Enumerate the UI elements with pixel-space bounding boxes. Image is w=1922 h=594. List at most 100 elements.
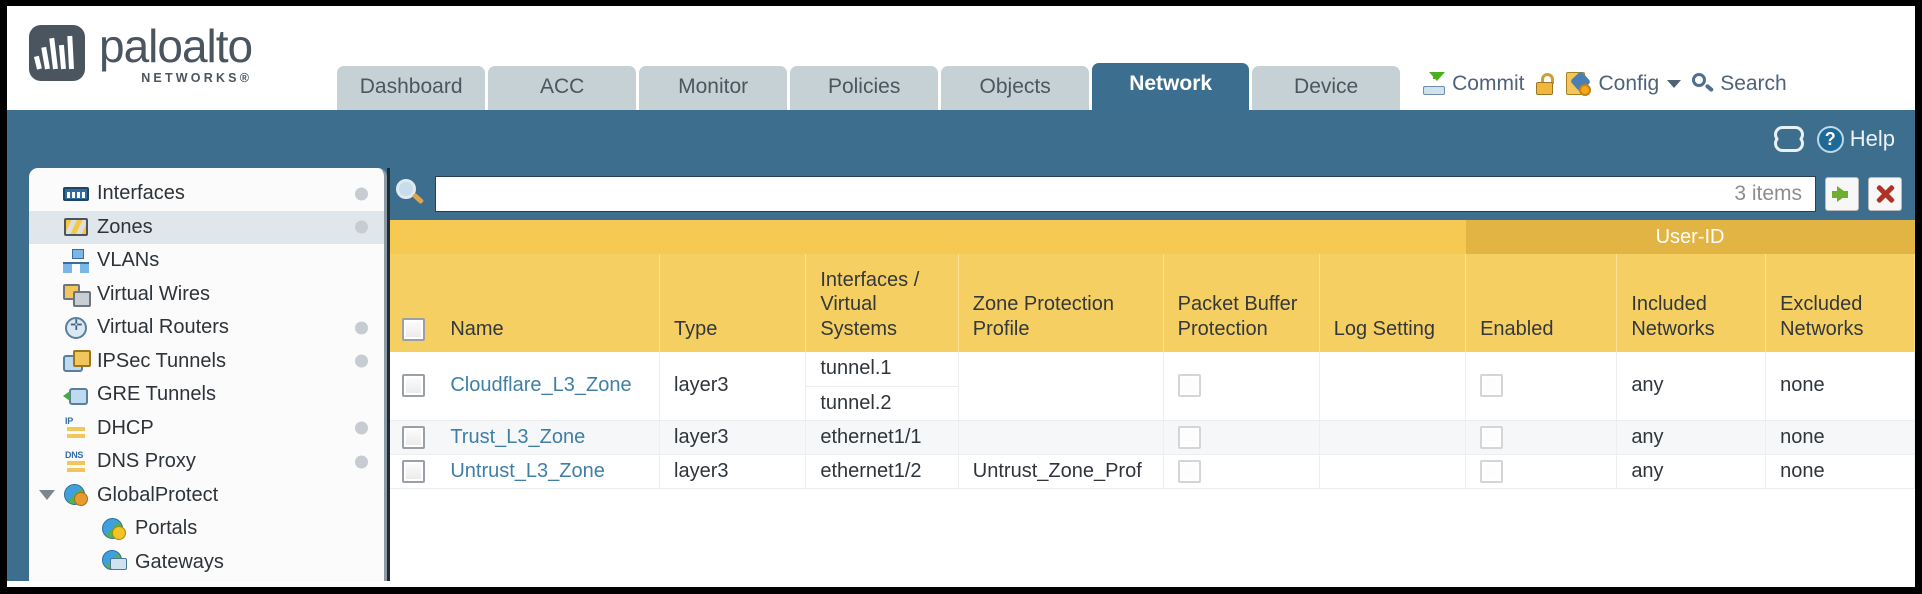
sidebar-item-zones[interactable]: Zones: [29, 210, 384, 244]
column-header-zone-protection-profile[interactable]: Zone Protection Profile: [958, 254, 1164, 352]
cell-type: layer3: [659, 352, 807, 421]
select-all-checkbox[interactable]: [402, 317, 425, 341]
sidebar-item-label: Zones: [97, 215, 153, 238]
cell-type: layer3: [659, 420, 807, 455]
row-select-cell[interactable]: [390, 420, 437, 455]
sidebar-item-interfaces[interactable]: Interfaces: [29, 177, 384, 211]
sidebar-item-label: Virtual Routers: [97, 316, 229, 339]
item-count-label: 3 items: [1734, 182, 1802, 205]
top-bar: paloalto NETWORKS® Dashboard ACC Monitor…: [7, 6, 1915, 110]
dhcp-icon: IP: [63, 416, 89, 440]
column-header-log-setting[interactable]: Log Setting: [1319, 254, 1467, 352]
search-icon: [1692, 73, 1715, 95]
help-icon: ?: [1816, 125, 1844, 153]
cell-interface: ethernet1/1: [805, 420, 959, 455]
cell-log-setting: [1319, 352, 1467, 421]
sidebar-item-label: Portals: [135, 517, 198, 540]
packet-buffer-protection-checkbox[interactable]: [1177, 374, 1201, 398]
packet-buffer-protection-checkbox[interactable]: [1177, 425, 1201, 449]
refresh-icon[interactable]: [1773, 126, 1804, 152]
tab-network[interactable]: Network: [1092, 63, 1250, 110]
sidebar-item-vlans[interactable]: VLANs: [29, 244, 384, 278]
cell-packet-buffer-protection[interactable]: [1163, 352, 1320, 421]
search-button[interactable]: Search: [1692, 72, 1787, 96]
column-header-excluded-networks[interactable]: Excluded Networks: [1765, 254, 1915, 352]
gre-tunnels-icon: [63, 383, 89, 407]
apply-filter-button[interactable]: [1825, 177, 1859, 211]
cell-name[interactable]: Untrust_L3_Zone: [436, 454, 661, 489]
clear-filter-icon: [1875, 184, 1895, 204]
sidebar-item-gateways[interactable]: Gateways: [29, 546, 384, 580]
sidebar-item-label: Interfaces: [97, 182, 185, 205]
userid-enabled-checkbox[interactable]: [1480, 425, 1504, 449]
row-select-cell[interactable]: [390, 454, 437, 489]
brand-wordmark: paloalto NETWORKS®: [99, 23, 253, 85]
group-header-userid: User-ID: [1465, 220, 1915, 254]
packet-buffer-protection-checkbox[interactable]: [1177, 459, 1201, 483]
table-row[interactable]: Untrust_L3_Zone layer3 ethernet1/2 Untru…: [390, 454, 1915, 489]
sidebar-item-gre-tunnels[interactable]: GRE Tunnels: [29, 378, 384, 412]
cell-interface: tunnel.2: [805, 386, 959, 421]
column-header-type[interactable]: Type: [659, 254, 807, 352]
sidebar-item-dns-proxy[interactable]: DNS DNS Proxy: [29, 445, 384, 479]
tab-dashboard[interactable]: Dashboard: [337, 66, 486, 110]
clear-filter-button[interactable]: [1868, 177, 1902, 211]
search-icon[interactable]: [396, 179, 426, 209]
userid-enabled-checkbox[interactable]: [1480, 374, 1504, 398]
virtual-wires-icon: [63, 282, 91, 308]
tab-acc[interactable]: ACC: [488, 66, 637, 110]
column-header-enabled[interactable]: Enabled: [1465, 254, 1618, 352]
sidebar-item-virtual-wires[interactable]: Virtual Wires: [29, 278, 384, 312]
help-button[interactable]: ? Help: [1816, 125, 1895, 153]
cell-userid-enabled[interactable]: [1465, 454, 1618, 489]
table-row[interactable]: Cloudflare_L3_Zone layer3 tunnel.1: [390, 352, 1915, 421]
sidebar-item-globalprotect[interactable]: GlobalProtect: [29, 479, 384, 513]
sidebar-item-dhcp[interactable]: IP DHCP: [29, 412, 384, 446]
content-area: Interfaces Zones VLANs Virtual Wires Vir…: [7, 168, 1915, 581]
zones-table-body: Cloudflare_L3_Zone layer3 tunnel.1: [390, 352, 1915, 489]
commit-button[interactable]: Commit: [1422, 72, 1524, 96]
cell-excluded-networks: none: [1765, 454, 1915, 489]
lock-icon[interactable]: [1535, 73, 1555, 95]
row-checkbox[interactable]: [402, 374, 425, 398]
config-menu[interactable]: Config: [1566, 70, 1682, 96]
select-all-header[interactable]: [390, 254, 437, 352]
cell-included-networks: any: [1616, 420, 1767, 455]
row-checkbox[interactable]: [402, 425, 425, 449]
cell-interface: ethernet1/2: [805, 454, 959, 489]
cell-name[interactable]: Cloudflare_L3_Zone: [436, 352, 661, 421]
cell-userid-enabled[interactable]: [1465, 352, 1618, 421]
tab-policies[interactable]: Policies: [790, 66, 939, 110]
table-row[interactable]: Trust_L3_Zone layer3 ethernet1/1 a: [390, 420, 1915, 455]
column-header-name[interactable]: Name: [436, 254, 661, 352]
column-header-interfaces-virtual-systems[interactable]: Interfaces / Virtual Systems: [805, 254, 959, 352]
tab-objects[interactable]: Objects: [941, 66, 1090, 110]
filter-bar: 3 items: [390, 168, 1915, 220]
brand-tagline: NETWORKS®: [141, 70, 253, 85]
row-checkbox[interactable]: [402, 459, 425, 483]
cell-included-networks: any: [1616, 352, 1767, 421]
sidebar-item-portals[interactable]: Portals: [29, 512, 384, 546]
tab-monitor[interactable]: Monitor: [639, 66, 788, 110]
search-input[interactable]: 3 items: [435, 176, 1816, 212]
column-header-packet-buffer-protection[interactable]: Packet Buffer Protection: [1163, 254, 1320, 352]
sidebar-item-ipsec-tunnels[interactable]: IPSec Tunnels: [29, 345, 384, 379]
main-nav-tabs: Dashboard ACC Monitor Policies Objects N…: [337, 63, 1401, 110]
cell-name[interactable]: Trust_L3_Zone: [436, 420, 661, 455]
cell-userid-enabled[interactable]: [1465, 420, 1618, 455]
cell-packet-buffer-protection[interactable]: [1163, 454, 1320, 489]
sidebar-item-label: Virtual Wires: [97, 282, 210, 305]
table-header-row: Name Type Interfaces / Virtual Systems Z…: [390, 254, 1915, 352]
search-label: Search: [1720, 72, 1787, 95]
config-icon: [1566, 70, 1592, 96]
sidebar-item-virtual-routers[interactable]: Virtual Routers: [29, 311, 384, 345]
cell-packet-buffer-protection[interactable]: [1163, 420, 1320, 455]
chevron-down-icon[interactable]: [39, 490, 55, 501]
config-label: Config: [1598, 72, 1660, 95]
userid-enabled-checkbox[interactable]: [1480, 459, 1504, 483]
tab-device[interactable]: Device: [1252, 66, 1401, 110]
table-group-header-row: User-ID: [390, 220, 1915, 254]
cell-zone-protection-profile: [958, 420, 1164, 455]
row-select-cell[interactable]: [390, 352, 437, 421]
column-header-included-networks[interactable]: Included Networks: [1616, 254, 1767, 352]
